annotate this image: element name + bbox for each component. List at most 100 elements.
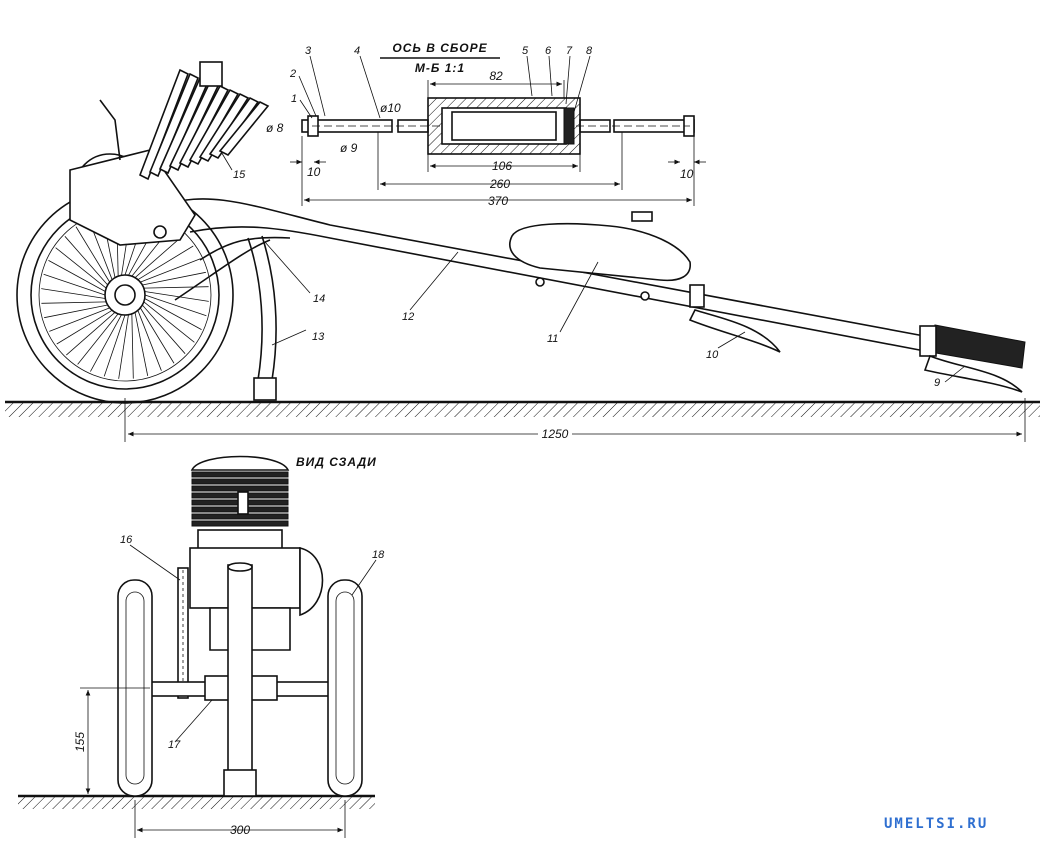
wheel-spoke bbox=[143, 286, 209, 289]
cylinder-fin bbox=[218, 100, 270, 157]
axle-dim-labels: 82 106 260 370 10 10 ø 8 ø 9 ø10 bbox=[266, 69, 694, 208]
watermark: UMELTSI.RU bbox=[884, 816, 988, 832]
label-9: 9 bbox=[934, 377, 940, 389]
wheel-spoke bbox=[41, 301, 107, 304]
wheel-spoke bbox=[49, 307, 110, 332]
dim-d10: ø10 bbox=[380, 101, 401, 115]
wheel-spoke bbox=[64, 236, 108, 286]
cylinder-fin bbox=[178, 84, 230, 169]
wheel-spoke bbox=[144, 291, 209, 302]
wheel-spoke bbox=[144, 298, 202, 330]
wheel-spoke bbox=[134, 312, 149, 376]
label-17: 17 bbox=[168, 739, 181, 751]
label-14: 14 bbox=[313, 293, 325, 305]
wheel-spoke bbox=[139, 307, 175, 364]
fuel-tank bbox=[509, 211, 691, 301]
dim-82: 82 bbox=[489, 69, 503, 83]
rear-post bbox=[223, 562, 257, 797]
wheel-spoke bbox=[90, 314, 122, 372]
axle-leader-lines bbox=[298, 55, 591, 119]
lever-9 bbox=[923, 354, 1023, 393]
wheel-spoke bbox=[56, 309, 113, 345]
engine-rear bbox=[189, 455, 324, 651]
wheel-spoke bbox=[48, 260, 106, 292]
cylinder-fin bbox=[191, 520, 289, 527]
rear-view: ВИД СЗАДИ bbox=[18, 455, 385, 838]
leader-lines bbox=[219, 149, 966, 383]
wheel-spoke bbox=[143, 301, 195, 343]
label-16: 16 bbox=[120, 534, 133, 546]
dim-260: 260 bbox=[489, 177, 510, 191]
wheel-spoke bbox=[134, 234, 184, 278]
label-3: 3 bbox=[305, 45, 312, 57]
dim-d8: ø 8 bbox=[266, 121, 284, 135]
cylinder-fin bbox=[208, 96, 260, 160]
label-11: 11 bbox=[547, 333, 558, 345]
cylinder-fin bbox=[148, 72, 200, 178]
wheel-spoke bbox=[44, 304, 108, 319]
cylinder-fin bbox=[191, 485, 289, 492]
wheel-spoke bbox=[142, 304, 186, 354]
ground-line-rear bbox=[18, 794, 375, 809]
wheel-spoke bbox=[137, 310, 162, 371]
label-8: 8 bbox=[586, 45, 593, 57]
wheel-side bbox=[16, 186, 234, 404]
axle-shaft bbox=[301, 115, 695, 137]
label-13: 13 bbox=[312, 331, 325, 343]
label-1: 1 bbox=[291, 93, 297, 105]
dim-370: 370 bbox=[488, 194, 508, 208]
ground-line-side bbox=[5, 400, 1040, 417]
wheel-spoke bbox=[103, 314, 126, 377]
cylinder-fin bbox=[138, 68, 190, 181]
label-6: 6 bbox=[545, 45, 552, 57]
wheel-spoke bbox=[66, 312, 116, 356]
wheel-spoke bbox=[41, 288, 106, 299]
axle-hub bbox=[427, 97, 581, 155]
frame-tube bbox=[164, 198, 936, 353]
chain bbox=[177, 567, 189, 699]
wheel-spoke bbox=[77, 313, 119, 365]
part-labels-side: 9 10 11 12 13 14 15 bbox=[233, 169, 940, 389]
label-5: 5 bbox=[522, 45, 529, 57]
label-15: 15 bbox=[233, 169, 246, 181]
right-wheel-rear bbox=[327, 579, 363, 797]
cylinder-fin bbox=[191, 478, 289, 485]
dim-10-left: 10 bbox=[307, 165, 321, 179]
axle-scale: М-Б 1:1 bbox=[415, 61, 465, 75]
cylinder-fin bbox=[188, 88, 240, 166]
wheel-spoke bbox=[140, 258, 201, 283]
label-2: 2 bbox=[289, 68, 296, 80]
axle-dimensions bbox=[290, 80, 706, 206]
wheel-spoke bbox=[142, 271, 206, 286]
side-view: 1250 9 10 11 12 13 14 15 bbox=[5, 61, 1040, 442]
wheel-spoke bbox=[43, 273, 106, 296]
label-7: 7 bbox=[566, 45, 573, 57]
wheel-spoke bbox=[137, 245, 194, 281]
dim-10-right: 10 bbox=[680, 167, 694, 181]
label-12: 12 bbox=[402, 311, 414, 323]
dim-1250: 1250 bbox=[542, 427, 569, 441]
rear-view-title: ВИД СЗАДИ bbox=[296, 455, 377, 469]
lever-10 bbox=[688, 284, 781, 353]
label-18: 18 bbox=[372, 549, 385, 561]
dim-d9: ø 9 bbox=[340, 141, 358, 155]
cylinder-fin bbox=[191, 471, 289, 478]
wheel-spoke bbox=[118, 314, 129, 379]
wheel-spoke bbox=[144, 294, 207, 317]
axle-assembly: ОСЬ В СБОРЕ М-Б 1:1 bbox=[266, 41, 706, 208]
support-leg bbox=[247, 235, 277, 401]
axle-part-labels: 1 2 3 4 5 6 7 8 bbox=[289, 45, 593, 105]
dim-300: 300 bbox=[230, 823, 250, 837]
dimension-1250: 1250 bbox=[124, 398, 1026, 442]
rear-dimensions bbox=[80, 544, 377, 838]
handlebar-grip bbox=[919, 324, 1026, 369]
dim-155: 155 bbox=[73, 732, 87, 752]
axle-title: ОСЬ В СБОРЕ bbox=[392, 41, 487, 55]
label-4: 4 bbox=[354, 45, 360, 57]
wheel-spoke bbox=[55, 247, 107, 289]
label-10: 10 bbox=[706, 349, 719, 361]
cylinder-fin bbox=[198, 92, 250, 163]
dim-106: 106 bbox=[492, 159, 512, 173]
wheel-spoke bbox=[75, 226, 111, 283]
